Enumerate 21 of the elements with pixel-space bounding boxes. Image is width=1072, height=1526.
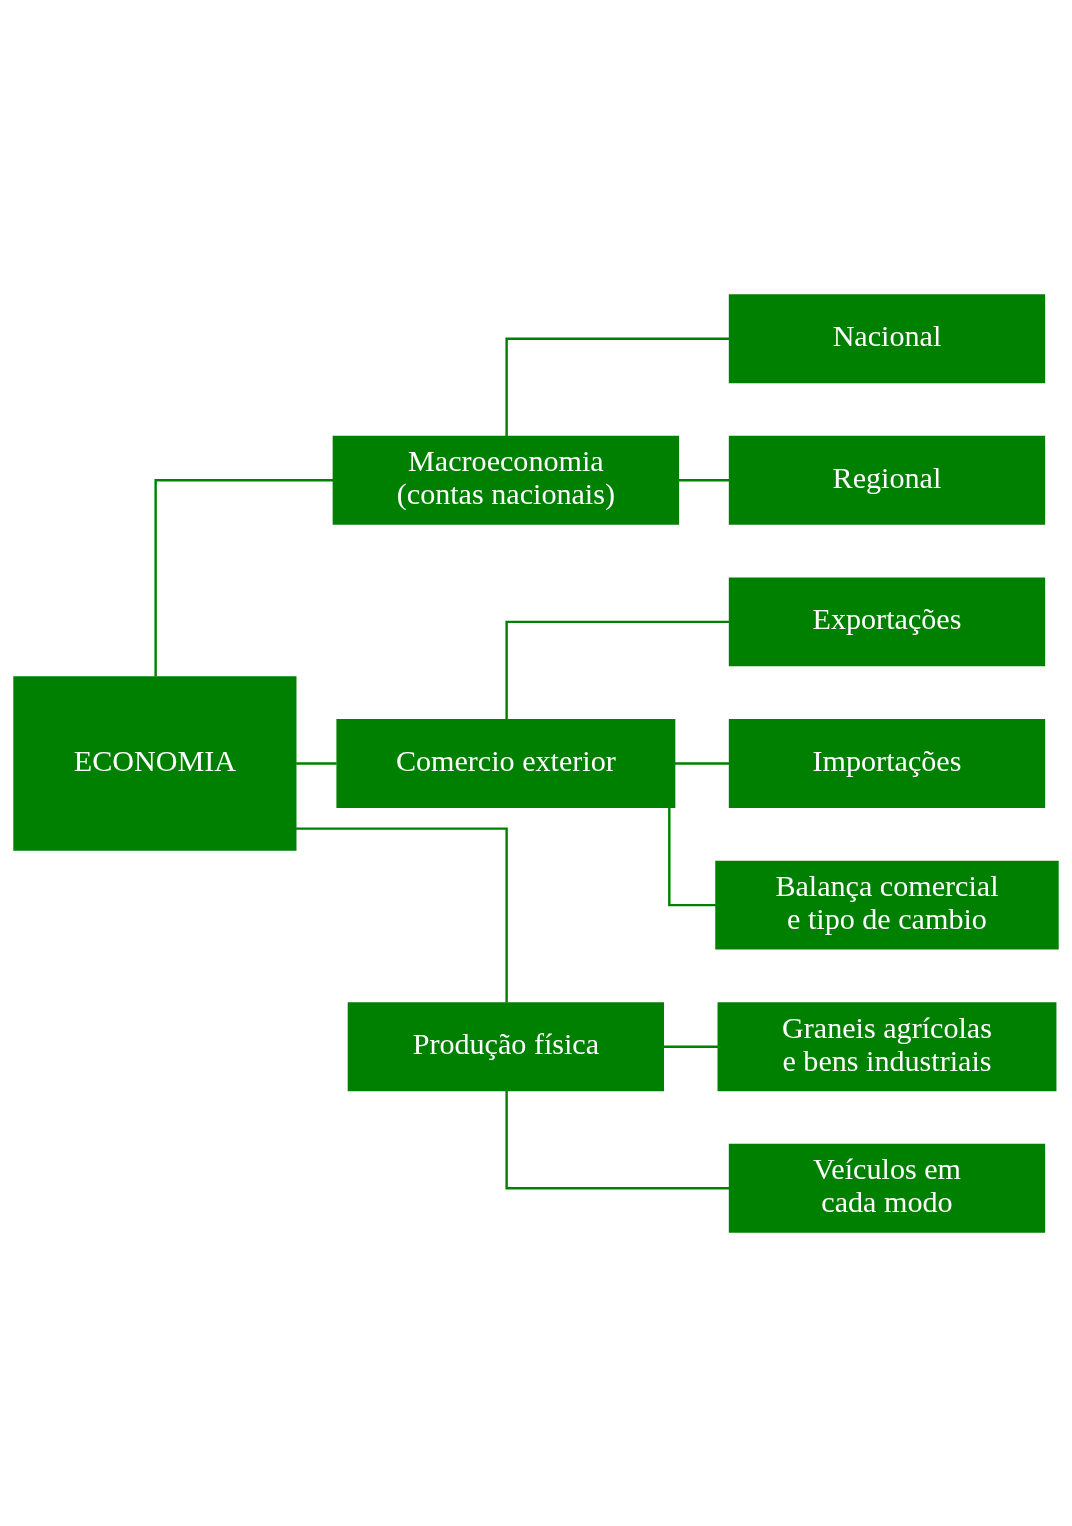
connector [154,478,334,677]
node-box: Exportações [728,576,1046,666]
connector [505,337,730,436]
node-box: ECONOMIA [13,675,297,851]
node-box: Macroeconomia (contas nacionais) [332,435,680,525]
connector [663,1045,719,1048]
node-box: Regional [728,435,1046,525]
connector [505,620,730,719]
node-box: Comercio exterior [336,718,676,808]
connector [295,826,508,1003]
connector [505,1090,730,1189]
connector [678,478,730,481]
node-box: Produção física [347,1001,665,1091]
node-box: Nacional [728,293,1046,383]
connector [668,807,716,906]
connector [674,761,730,765]
node-box: Importações [728,718,1046,808]
node-box: Graneis agrícolas e bens industriais [717,1001,1057,1091]
connector [296,761,337,765]
node-box: Balança comercial e tipo de cambio [715,860,1059,950]
node-box: Veículos em cada modo [728,1143,1046,1233]
